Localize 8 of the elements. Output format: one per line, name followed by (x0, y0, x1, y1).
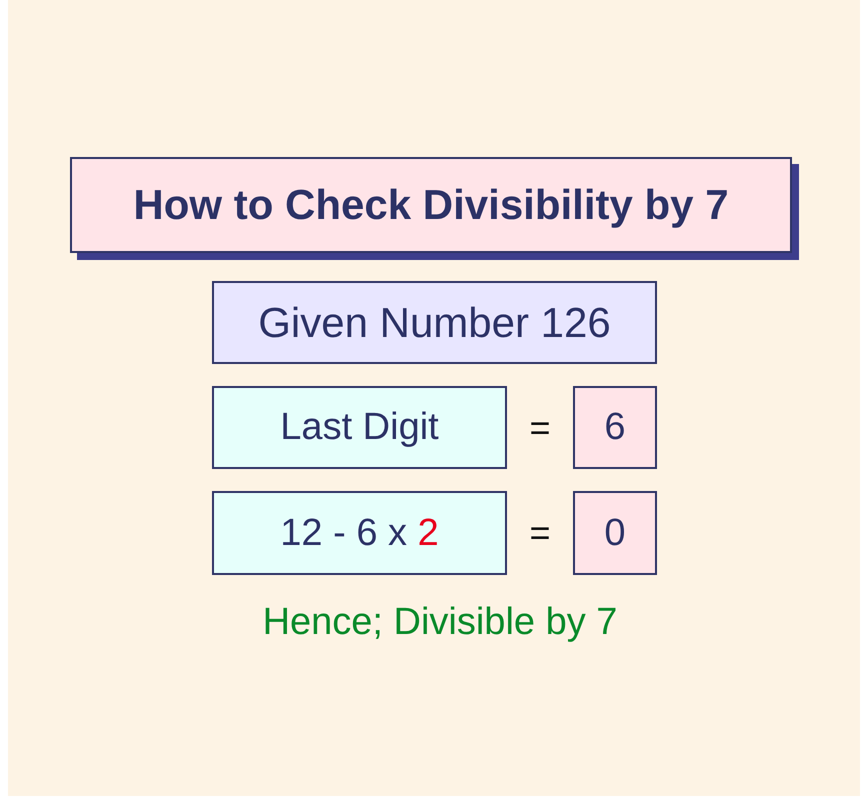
given-number-box: Given Number 126 (212, 281, 657, 364)
step-box: Last Digit (212, 386, 507, 469)
equals-sign: = (529, 407, 551, 449)
step-box: 12 - 6 x 2 (212, 491, 507, 575)
result-box: 0 (573, 491, 657, 575)
equals-sign: = (529, 512, 551, 554)
result-box: 6 (573, 386, 657, 469)
conclusion-text: Hence; Divisible by 7 (262, 600, 618, 644)
